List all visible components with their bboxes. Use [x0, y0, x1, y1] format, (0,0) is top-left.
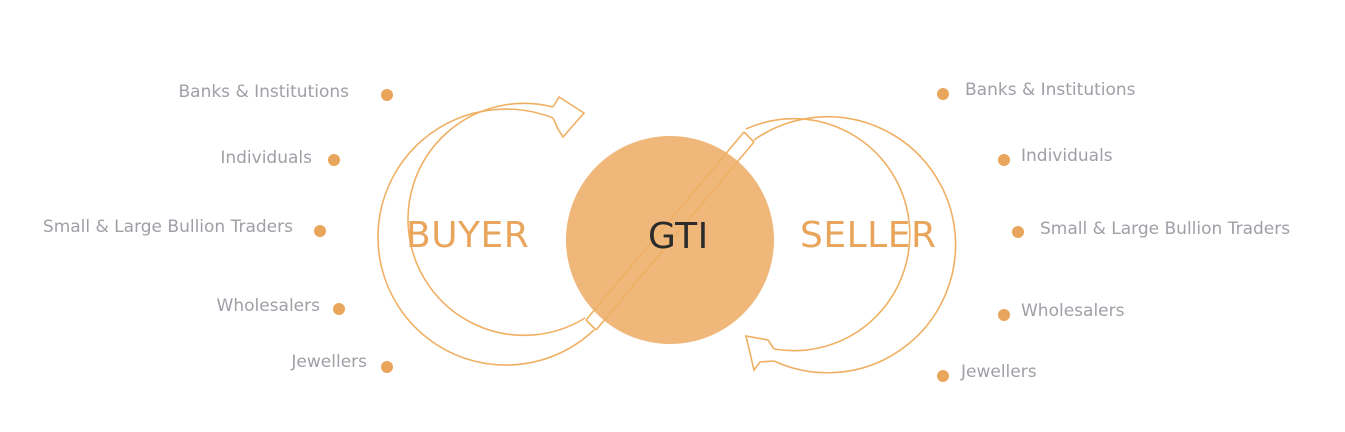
buyer-arrow-icon — [552, 95, 586, 139]
buyer-dot — [381, 361, 393, 373]
seller-item-jewellers: Jewellers — [961, 362, 1037, 382]
buyer-loop-inner — [377, 108, 595, 366]
connector-line-b — [595, 141, 755, 331]
seller-dot — [998, 309, 1010, 321]
seller-dot — [937, 88, 949, 100]
buyer-dot — [381, 89, 393, 101]
seller-item-individuals: Individuals — [1021, 146, 1113, 166]
seller-item-traders: Small & Large Bullion Traders — [1040, 219, 1291, 239]
buyer-label: BUYER — [406, 215, 530, 256]
seller-label: SELLER — [800, 215, 937, 256]
seller-loop-outer — [745, 117, 911, 352]
seller-arrow-icon — [744, 334, 775, 372]
buyer-item-jewellers: Jewellers — [291, 352, 367, 372]
buyer-dot — [328, 154, 340, 166]
seller-item-wholesalers: Wholesalers — [1021, 301, 1125, 321]
seller-item-banks: Banks & Institutions — [965, 80, 1136, 100]
connector-cap-b — [743, 131, 755, 143]
buyer-item-wholesalers: Wholesalers — [216, 296, 320, 316]
seller-dot — [937, 370, 949, 382]
seller-dot — [998, 154, 1010, 166]
buyer-item-individuals: Individuals — [220, 148, 312, 168]
buyer-item-banks: Banks & Institutions — [178, 82, 349, 102]
buyer-dot — [333, 303, 345, 315]
buyer-item-traders: Small & Large Bullion Traders — [42, 217, 293, 237]
gti-circle — [566, 136, 774, 344]
seller-loop-inner — [753, 115, 957, 374]
seller-dot — [1012, 226, 1024, 238]
connector-cap-a — [585, 319, 597, 331]
gti-label: GTI — [648, 216, 709, 257]
buyer-dot — [314, 225, 326, 237]
connector-line-a — [585, 131, 745, 321]
